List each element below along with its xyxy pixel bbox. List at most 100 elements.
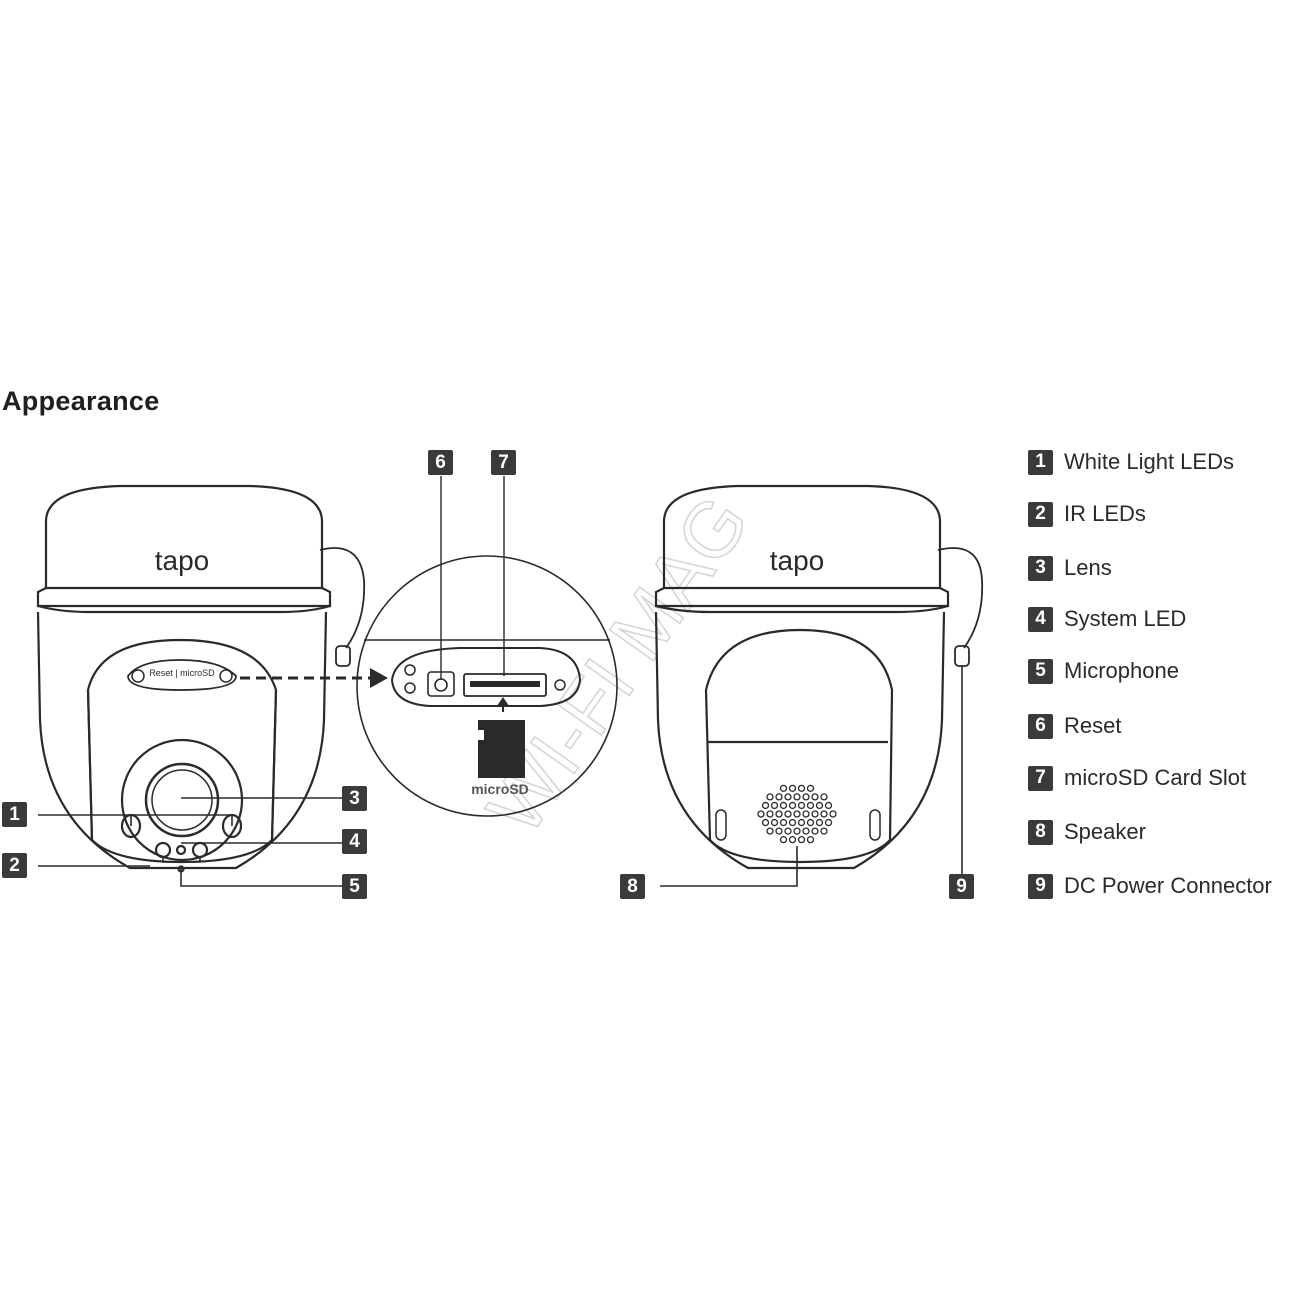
speaker-hole: [797, 836, 806, 844]
speaker-hole: [806, 801, 815, 810]
front-button-strip-label: Reset | microSD: [149, 668, 215, 678]
speaker-hole: [829, 810, 837, 818]
speaker-hole: [797, 801, 806, 810]
callout-2: 2: [2, 853, 27, 878]
speaker-hole: [761, 801, 770, 810]
speaker-hole: [788, 836, 797, 844]
speaker-hole: [784, 810, 792, 818]
speaker-hole: [820, 793, 828, 801]
back-dc-connector: [954, 645, 970, 667]
speaker-hole: [779, 836, 788, 844]
back-callout-lines: [660, 666, 963, 887]
front-camera: tapo Reset | microSD: [36, 484, 366, 873]
speaker-hole: [770, 801, 779, 810]
back-camera: tapo: [654, 484, 984, 870]
speaker-hole: [784, 793, 792, 801]
legend-label: White Light LEDs: [1064, 449, 1234, 474]
speaker-hole: [811, 810, 819, 818]
callout-4: 4: [342, 829, 367, 854]
speaker-hole: [797, 784, 806, 792]
speaker-hole: [788, 784, 797, 792]
back-body: [654, 611, 946, 870]
zoom-detail: microSD: [356, 476, 618, 817]
speaker-hole: [766, 810, 774, 818]
speaker-hole: [797, 818, 806, 827]
legend-label: Reset: [1064, 713, 1122, 738]
legend-label: IR LEDs: [1064, 501, 1146, 526]
speaker-hole: [788, 818, 797, 827]
legend-item: 3 Lens: [1028, 554, 1112, 582]
front-cable: [319, 547, 366, 649]
legend-item: 9 DC Power Connector: [1028, 872, 1272, 900]
speaker-hole: [757, 810, 765, 818]
microsd-card-label: microSD: [471, 781, 529, 797]
speaker-hole: [820, 810, 828, 818]
zoom-panel: [390, 647, 582, 707]
legend-number: 7: [1028, 765, 1053, 791]
legend-item: 5 Microphone: [1028, 657, 1179, 685]
speaker-hole: [802, 827, 810, 835]
legend-number: 3: [1028, 555, 1053, 581]
speaker-hole: [806, 784, 815, 792]
callout-8: 8: [620, 874, 645, 899]
speaker-hole: [775, 793, 783, 801]
front-dome: [44, 484, 324, 590]
legend-number: 8: [1028, 819, 1053, 845]
speaker-hole: [784, 827, 792, 835]
speaker-hole: [766, 793, 774, 801]
lens-housing: [120, 738, 244, 862]
speaker-hole: [802, 793, 810, 801]
speaker-hole: [779, 784, 788, 792]
legend-label: Speaker: [1064, 819, 1146, 844]
speaker-hole: [775, 810, 783, 818]
speaker-hole: [815, 818, 824, 827]
callout-6: 6: [428, 450, 453, 475]
speaker-hole: [820, 827, 828, 835]
legend-number: 1: [1028, 449, 1053, 475]
legend-number: 4: [1028, 606, 1053, 632]
legend-item: 4 System LED: [1028, 605, 1186, 633]
system-led: [175, 844, 187, 856]
reset-button: [434, 678, 448, 692]
callout-5: 5: [342, 874, 367, 899]
speaker-hole: [811, 793, 819, 801]
speaker-grille: [757, 784, 837, 844]
legend-label: DC Power Connector: [1064, 873, 1272, 898]
speaker-hole: [806, 818, 815, 827]
legend-label: Lens: [1064, 555, 1112, 580]
zoom-circle: [356, 555, 618, 817]
legend-item: 1 White Light LEDs: [1028, 448, 1234, 476]
legend-number: 5: [1028, 658, 1053, 684]
legend-label: System LED: [1064, 606, 1187, 631]
speaker-hole: [824, 801, 833, 810]
legend-label: Microphone: [1064, 658, 1179, 683]
front-callout-lines: [38, 797, 342, 887]
callout-9: 9: [949, 874, 974, 899]
ir-led-right: [191, 841, 209, 859]
microsd-slot: [463, 673, 547, 697]
ir-led-left: [154, 841, 172, 859]
legend-number: 9: [1028, 873, 1053, 899]
legend-item: 6 Reset: [1028, 712, 1121, 740]
speaker-hole: [793, 810, 801, 818]
speaker-hole: [779, 818, 788, 827]
speaker-hole: [770, 818, 779, 827]
legend-item: 8 Speaker: [1028, 818, 1146, 846]
legend-number: 6: [1028, 713, 1053, 739]
front-tapo-logo: tapo: [155, 545, 210, 576]
legend-item: 2 IR LEDs: [1028, 500, 1146, 528]
callout-7: 7: [491, 450, 516, 475]
speaker-hole: [802, 810, 810, 818]
callout-3: 3: [342, 786, 367, 811]
back-tapo-logo: tapo: [770, 545, 825, 576]
back-cable: [937, 547, 984, 649]
callout-1: 1: [2, 802, 27, 827]
speaker-hole: [775, 827, 783, 835]
legend-label: microSD Card Slot: [1064, 765, 1247, 790]
speaker-hole: [824, 818, 833, 827]
speaker-hole: [793, 827, 801, 835]
front-button-strip: [127, 659, 237, 691]
microsd-card: [478, 720, 525, 778]
speaker-hole: [793, 793, 801, 801]
legend-item: 7 microSD Card Slot: [1028, 764, 1246, 792]
